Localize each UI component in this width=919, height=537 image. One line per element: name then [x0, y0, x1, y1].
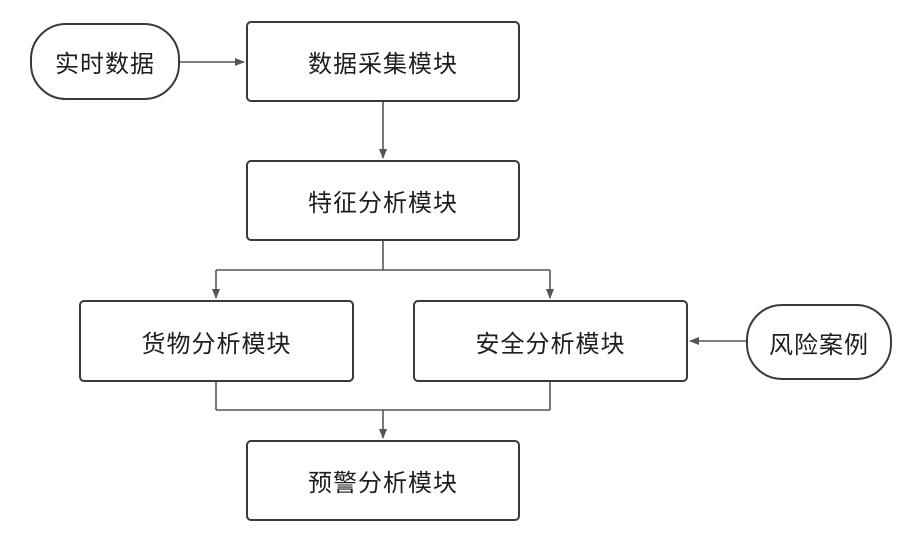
node-feature-analysis-module: 特征分析模块 — [246, 160, 520, 241]
node-cargo-analysis-module: 货物分析模块 — [79, 300, 354, 382]
node-safety-analysis-module: 安全分析模块 — [413, 300, 688, 382]
node-realtime-data: 实时数据 — [30, 23, 180, 100]
node-risk-cases: 风险案例 — [746, 304, 892, 380]
node-warning-analysis-module: 预警分析模块 — [246, 440, 520, 521]
node-data-collection-module: 数据采集模块 — [246, 21, 520, 102]
